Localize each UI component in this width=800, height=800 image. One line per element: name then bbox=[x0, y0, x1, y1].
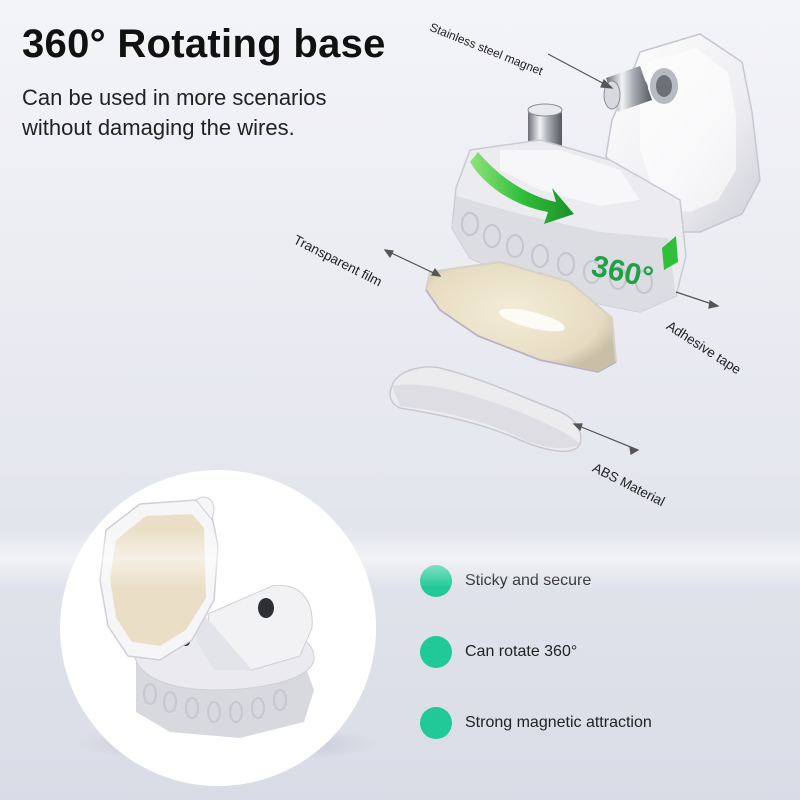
subtitle-line: without damaging the wires. bbox=[22, 115, 295, 140]
subtitle-line: Can be used in more scenarios bbox=[22, 85, 327, 110]
green-dot-icon bbox=[420, 565, 452, 597]
abs-pointer bbox=[573, 423, 639, 451]
green-dot-icon bbox=[420, 636, 452, 668]
magnet-pointer bbox=[547, 53, 613, 89]
page-subtitle: Can be used in more scenarios without da… bbox=[22, 83, 442, 143]
feature-text: Strong magnetic attraction bbox=[465, 714, 652, 731]
feature-text: Can rotate 360° bbox=[465, 643, 578, 660]
film-pointer bbox=[384, 249, 441, 277]
callout-lines bbox=[383, 53, 720, 455]
feature-text: Sticky and secure bbox=[465, 572, 592, 589]
transparent-film-disk bbox=[424, 260, 618, 374]
rotation-arrow-icon bbox=[470, 152, 678, 270]
abs-shell bbox=[389, 366, 582, 452]
page-title: 360° Rotating base bbox=[22, 22, 386, 66]
assembled-mount bbox=[99, 496, 315, 738]
magnet-cylinder bbox=[603, 66, 652, 112]
green-dot-icon bbox=[420, 707, 452, 739]
